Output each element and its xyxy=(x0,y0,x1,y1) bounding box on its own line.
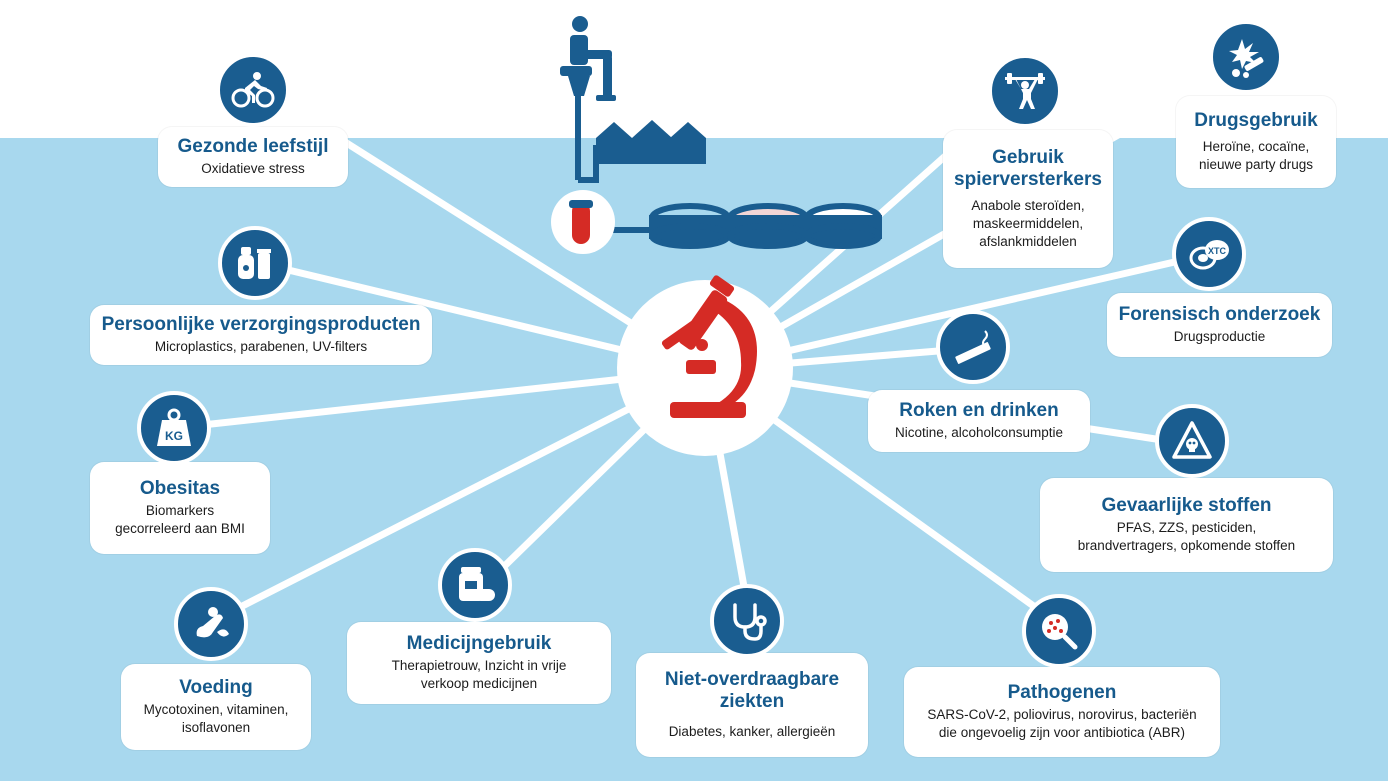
card-desc: Nicotine, alcoholconsumptie xyxy=(894,425,1064,440)
card-desc: Heroïne, cocaïne, nieuwe party drugs xyxy=(1199,138,1313,174)
cosmetics-icon xyxy=(218,226,292,300)
card-title: Gebruik spierversterkers xyxy=(954,147,1102,191)
card-title: Niet-overdraagbare ziekten xyxy=(665,669,839,713)
card-desc: Oxidatieve stress xyxy=(201,161,305,176)
pills-icon xyxy=(438,548,512,622)
card-desc: Anabole steroïden, maskeermiddelen, afsl… xyxy=(971,197,1084,251)
card-desc: Diabetes, kanker, allergieën xyxy=(668,724,836,739)
card-title: Forensisch onderzoek xyxy=(1118,304,1321,325)
card-desc: Mycotoxinen, vitaminen, isoflavonen xyxy=(144,701,289,737)
cigarette-icon xyxy=(936,310,1010,384)
svg-text:XTC: XTC xyxy=(1208,246,1227,256)
card-desc-line: gecorreleerd aan BMI xyxy=(115,521,245,536)
weight-kg-icon: KG xyxy=(137,391,211,465)
weightlifter-icon xyxy=(988,54,1062,128)
magnifier-virus-icon xyxy=(1022,594,1096,668)
card-desc: Microplastics, parabenen, UV-filters xyxy=(154,339,368,354)
drugs-syringe-icon xyxy=(1209,20,1283,94)
card-persoonlijke-verzorging: Persoonlijke verzorgingsproducten Microp… xyxy=(90,305,432,365)
card-desc-line: nieuwe party drugs xyxy=(1198,157,1314,172)
card-desc-line: die ongevoelig zijn voor antibiotica (AB… xyxy=(938,725,1186,740)
card-title: Drugsgebruik xyxy=(1194,110,1318,131)
card-gebruik-spierversterkers: Gebruik spierversterkers Anabole steroïd… xyxy=(943,130,1113,268)
card-title: Voeding xyxy=(179,677,253,698)
card-desc: SARS-CoV-2, poliovirus, norovirus, bacte… xyxy=(927,706,1196,742)
card-desc-line: isoflavonen xyxy=(181,720,251,735)
card-desc: Biomarkers gecorreleerd aan BMI xyxy=(115,502,245,538)
card-title-line: spierversterkers xyxy=(954,169,1102,190)
houses-icon xyxy=(596,120,706,164)
card-title: Gezonde leefstijl xyxy=(177,136,329,157)
card-desc: Therapietrouw, Inzicht in vrije verkoop … xyxy=(392,657,567,693)
link-voeding xyxy=(211,366,709,624)
card-forensisch-onderzoek: Forensisch onderzoek Drugsproductie xyxy=(1107,293,1332,357)
cyclist-icon xyxy=(216,53,290,127)
card-drugsgebruik: Drugsgebruik Heroïne, cocaïne, nieuwe pa… xyxy=(1176,96,1336,188)
card-desc-line: verkoop medicijnen xyxy=(420,676,538,691)
card-title-line: Niet-overdraagbare xyxy=(664,669,840,690)
test-tube-icon xyxy=(551,190,615,254)
card-title: Pathogenen xyxy=(1007,682,1117,703)
card-desc-line: Anabole steroïden, xyxy=(971,198,1085,213)
card-desc-line: PFAS, ZZS, pesticiden, xyxy=(1116,520,1257,535)
card-desc: PFAS, ZZS, pesticiden, brandvertragers, … xyxy=(1078,519,1295,555)
card-desc-line: maskeermiddelen, xyxy=(972,216,1084,231)
card-title: Medicijngebruik xyxy=(406,633,552,654)
card-desc-line: brandvertragers, opkomende stoffen xyxy=(1077,538,1296,553)
person-on-toilet-icon xyxy=(560,16,616,101)
card-desc-line: SARS-CoV-2, poliovirus, norovirus, bacte… xyxy=(927,707,1197,722)
link-obesitas xyxy=(171,366,709,432)
svg-text:KG: KG xyxy=(165,429,183,443)
card-title: Persoonlijke verzorgingsproducten xyxy=(101,314,421,335)
card-title-line: Gebruik xyxy=(992,147,1064,168)
microscope-icon xyxy=(617,275,793,456)
xtc-pills-icon: XTC xyxy=(1172,217,1246,291)
card-title: Obesitas xyxy=(139,478,221,499)
card-desc: Drugsproductie xyxy=(1173,329,1266,344)
food-icon xyxy=(174,587,248,661)
card-niet-overdraagbare-ziekten: Niet-overdraagbare ziekten Diabetes, kan… xyxy=(636,653,868,757)
card-gezonde-leefstijl: Gezonde leefstijl Oxidatieve stress xyxy=(158,127,348,187)
stethoscope-icon xyxy=(710,584,784,658)
card-desc-line: Heroïne, cocaïne, xyxy=(1202,139,1310,154)
card-roken-en-drinken: Roken en drinken Nicotine, alcoholconsum… xyxy=(868,390,1090,452)
card-title: Gevaarlijke stoffen xyxy=(1101,495,1272,516)
card-medicijngebruik: Medicijngebruik Therapietrouw, Inzicht i… xyxy=(347,622,611,704)
card-obesitas: Obesitas Biomarkers gecorreleerd aan BMI xyxy=(90,462,270,554)
card-gevaarlijke-stoffen: Gevaarlijke stoffen PFAS, ZZS, pesticide… xyxy=(1040,478,1333,572)
petri-dish-icon xyxy=(649,203,882,249)
card-pathogenen: Pathogenen SARS-CoV-2, poliovirus, norov… xyxy=(904,667,1220,757)
card-title: Roken en drinken xyxy=(899,400,1059,421)
card-title-line: ziekten xyxy=(719,691,785,712)
card-desc-line: Mycotoxinen, vitaminen, xyxy=(143,702,289,717)
card-voeding: Voeding Mycotoxinen, vitaminen, isoflavo… xyxy=(121,664,311,750)
card-desc-line: Biomarkers xyxy=(145,503,215,518)
card-desc-line: afslankmiddelen xyxy=(979,234,1077,249)
card-desc-line: Therapietrouw, Inzicht in vrije xyxy=(391,658,567,673)
hazard-skull-icon xyxy=(1155,404,1229,478)
